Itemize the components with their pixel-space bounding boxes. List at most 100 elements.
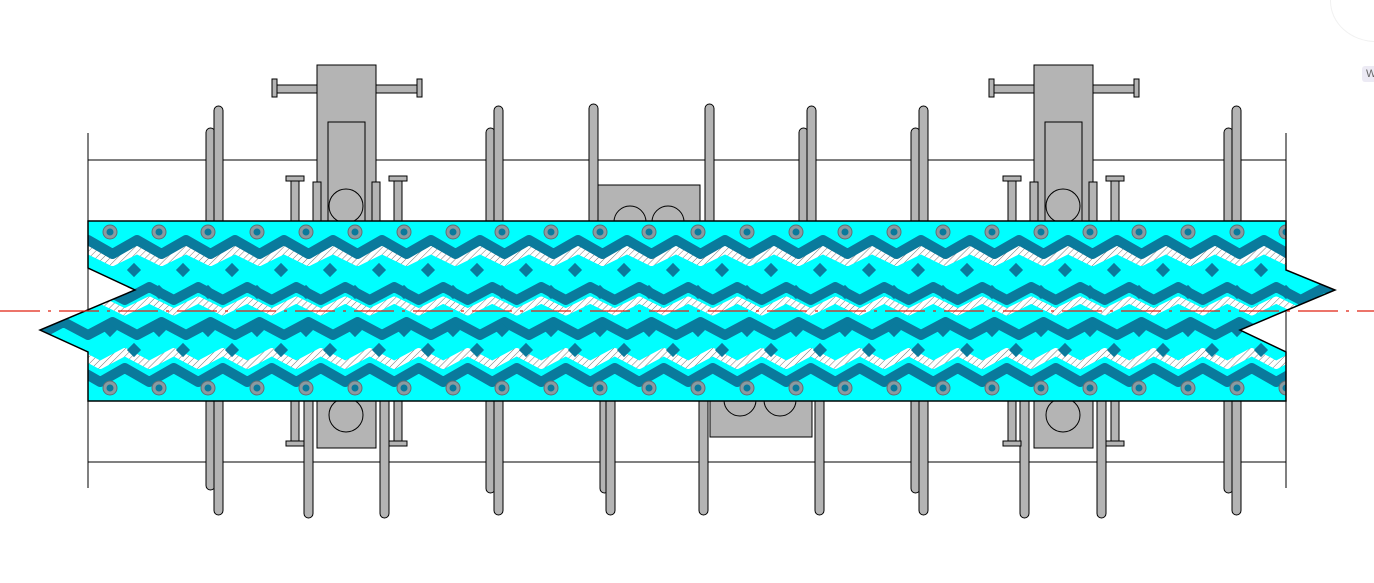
pin-center <box>1184 384 1192 392</box>
pin-diamond <box>812 342 828 358</box>
pin-diamond <box>1229 284 1245 300</box>
pin-center <box>351 228 359 236</box>
pin-diamond <box>910 262 926 278</box>
hatch-wave <box>40 246 1335 266</box>
chain-link-wave <box>40 363 1335 387</box>
pin-diamond <box>396 284 412 300</box>
pin-diamond <box>641 322 657 338</box>
belt-pattern <box>40 221 1335 401</box>
pin-diamond <box>812 262 828 278</box>
pin-center <box>498 384 506 392</box>
pin-diamond <box>518 262 534 278</box>
pin-diamond <box>1204 342 1220 358</box>
pin-center <box>400 228 408 236</box>
pin-diamond <box>1057 262 1073 278</box>
pin-diamond <box>469 342 485 358</box>
pin-diamond <box>935 284 951 300</box>
handle-end <box>1133 78 1140 98</box>
pin-diamond <box>641 284 657 300</box>
drive-bracket <box>1088 181 1098 227</box>
pin-center <box>988 384 996 392</box>
pin-diamond <box>1131 284 1147 300</box>
pin-diamond <box>861 342 877 358</box>
pin-diamond <box>1106 342 1122 358</box>
pin-diamond <box>959 262 975 278</box>
pin-diamond <box>959 342 975 358</box>
pin-diamond <box>543 322 559 338</box>
chain-link-wave <box>40 235 1335 259</box>
pin-diamond <box>714 342 730 358</box>
pin-diamond <box>200 322 216 338</box>
support-rod <box>605 394 616 516</box>
drive-sprocket <box>328 188 364 224</box>
pin-diamond <box>1180 284 1196 300</box>
pin-center <box>106 384 114 392</box>
pin-diamond <box>494 284 510 300</box>
bolt <box>1110 180 1120 227</box>
pin-center <box>1184 228 1192 236</box>
pin-diamond <box>984 322 1000 338</box>
pin-diamond <box>1008 262 1024 278</box>
pin-diamond <box>249 284 265 300</box>
pin-diamond <box>273 262 289 278</box>
pin-diamond <box>151 284 167 300</box>
pin-diamond <box>886 284 902 300</box>
pin-diamond <box>763 262 779 278</box>
pin-center <box>351 384 359 392</box>
hatch-wave <box>40 348 1335 369</box>
pin-center <box>645 384 653 392</box>
bolt-head <box>388 440 408 447</box>
idler-box <box>597 184 701 226</box>
support-rod <box>806 105 817 231</box>
pin-diamond <box>1229 322 1245 338</box>
pin-diamond <box>567 262 583 278</box>
drive-sprocket <box>328 397 364 433</box>
pin-diamond <box>1033 322 1049 338</box>
bolt <box>1007 394 1017 443</box>
pin-diamond <box>886 322 902 338</box>
view-badge[interactable]: W <box>1362 66 1374 82</box>
support-rod <box>698 394 709 516</box>
bolt-head <box>1002 175 1022 182</box>
pin-center <box>841 384 849 392</box>
drive-sprocket <box>1045 188 1081 224</box>
pin-diamond <box>518 342 534 358</box>
pin-center <box>939 228 947 236</box>
pin-diamond <box>1302 262 1318 278</box>
pin-center <box>498 228 506 236</box>
pin-center <box>645 228 653 236</box>
pin-diamond <box>126 262 142 278</box>
pin-diamond <box>494 322 510 338</box>
belt-outline <box>38 220 1337 402</box>
support-rod <box>918 394 929 516</box>
pin-center <box>547 384 555 392</box>
pin-diamond <box>151 322 167 338</box>
pin-diamond <box>1253 342 1269 358</box>
drive-bracket <box>1029 181 1039 227</box>
pin-diamond <box>543 284 559 300</box>
pin-diamond <box>616 262 632 278</box>
pin-diamond <box>665 262 681 278</box>
pin-center <box>743 228 751 236</box>
support-rod <box>213 105 224 231</box>
bolt-head <box>1105 175 1125 182</box>
pin-center <box>596 384 604 392</box>
drive-bracket <box>371 181 381 227</box>
bolt-head <box>285 175 305 182</box>
pin-diamond <box>714 262 730 278</box>
pin-center <box>1086 228 1094 236</box>
support-rod <box>213 394 224 516</box>
pin-center <box>694 384 702 392</box>
bolt-head <box>388 175 408 182</box>
pin-diamond <box>322 342 338 358</box>
support-rod <box>588 103 599 231</box>
pin-center <box>1086 384 1094 392</box>
pin-center <box>253 384 261 392</box>
pin-diamond <box>1082 322 1098 338</box>
pin-diamond <box>371 262 387 278</box>
support-rod <box>1096 394 1107 519</box>
support-rod <box>493 105 504 231</box>
pin-diamond <box>102 322 118 338</box>
support-rod <box>303 394 314 519</box>
